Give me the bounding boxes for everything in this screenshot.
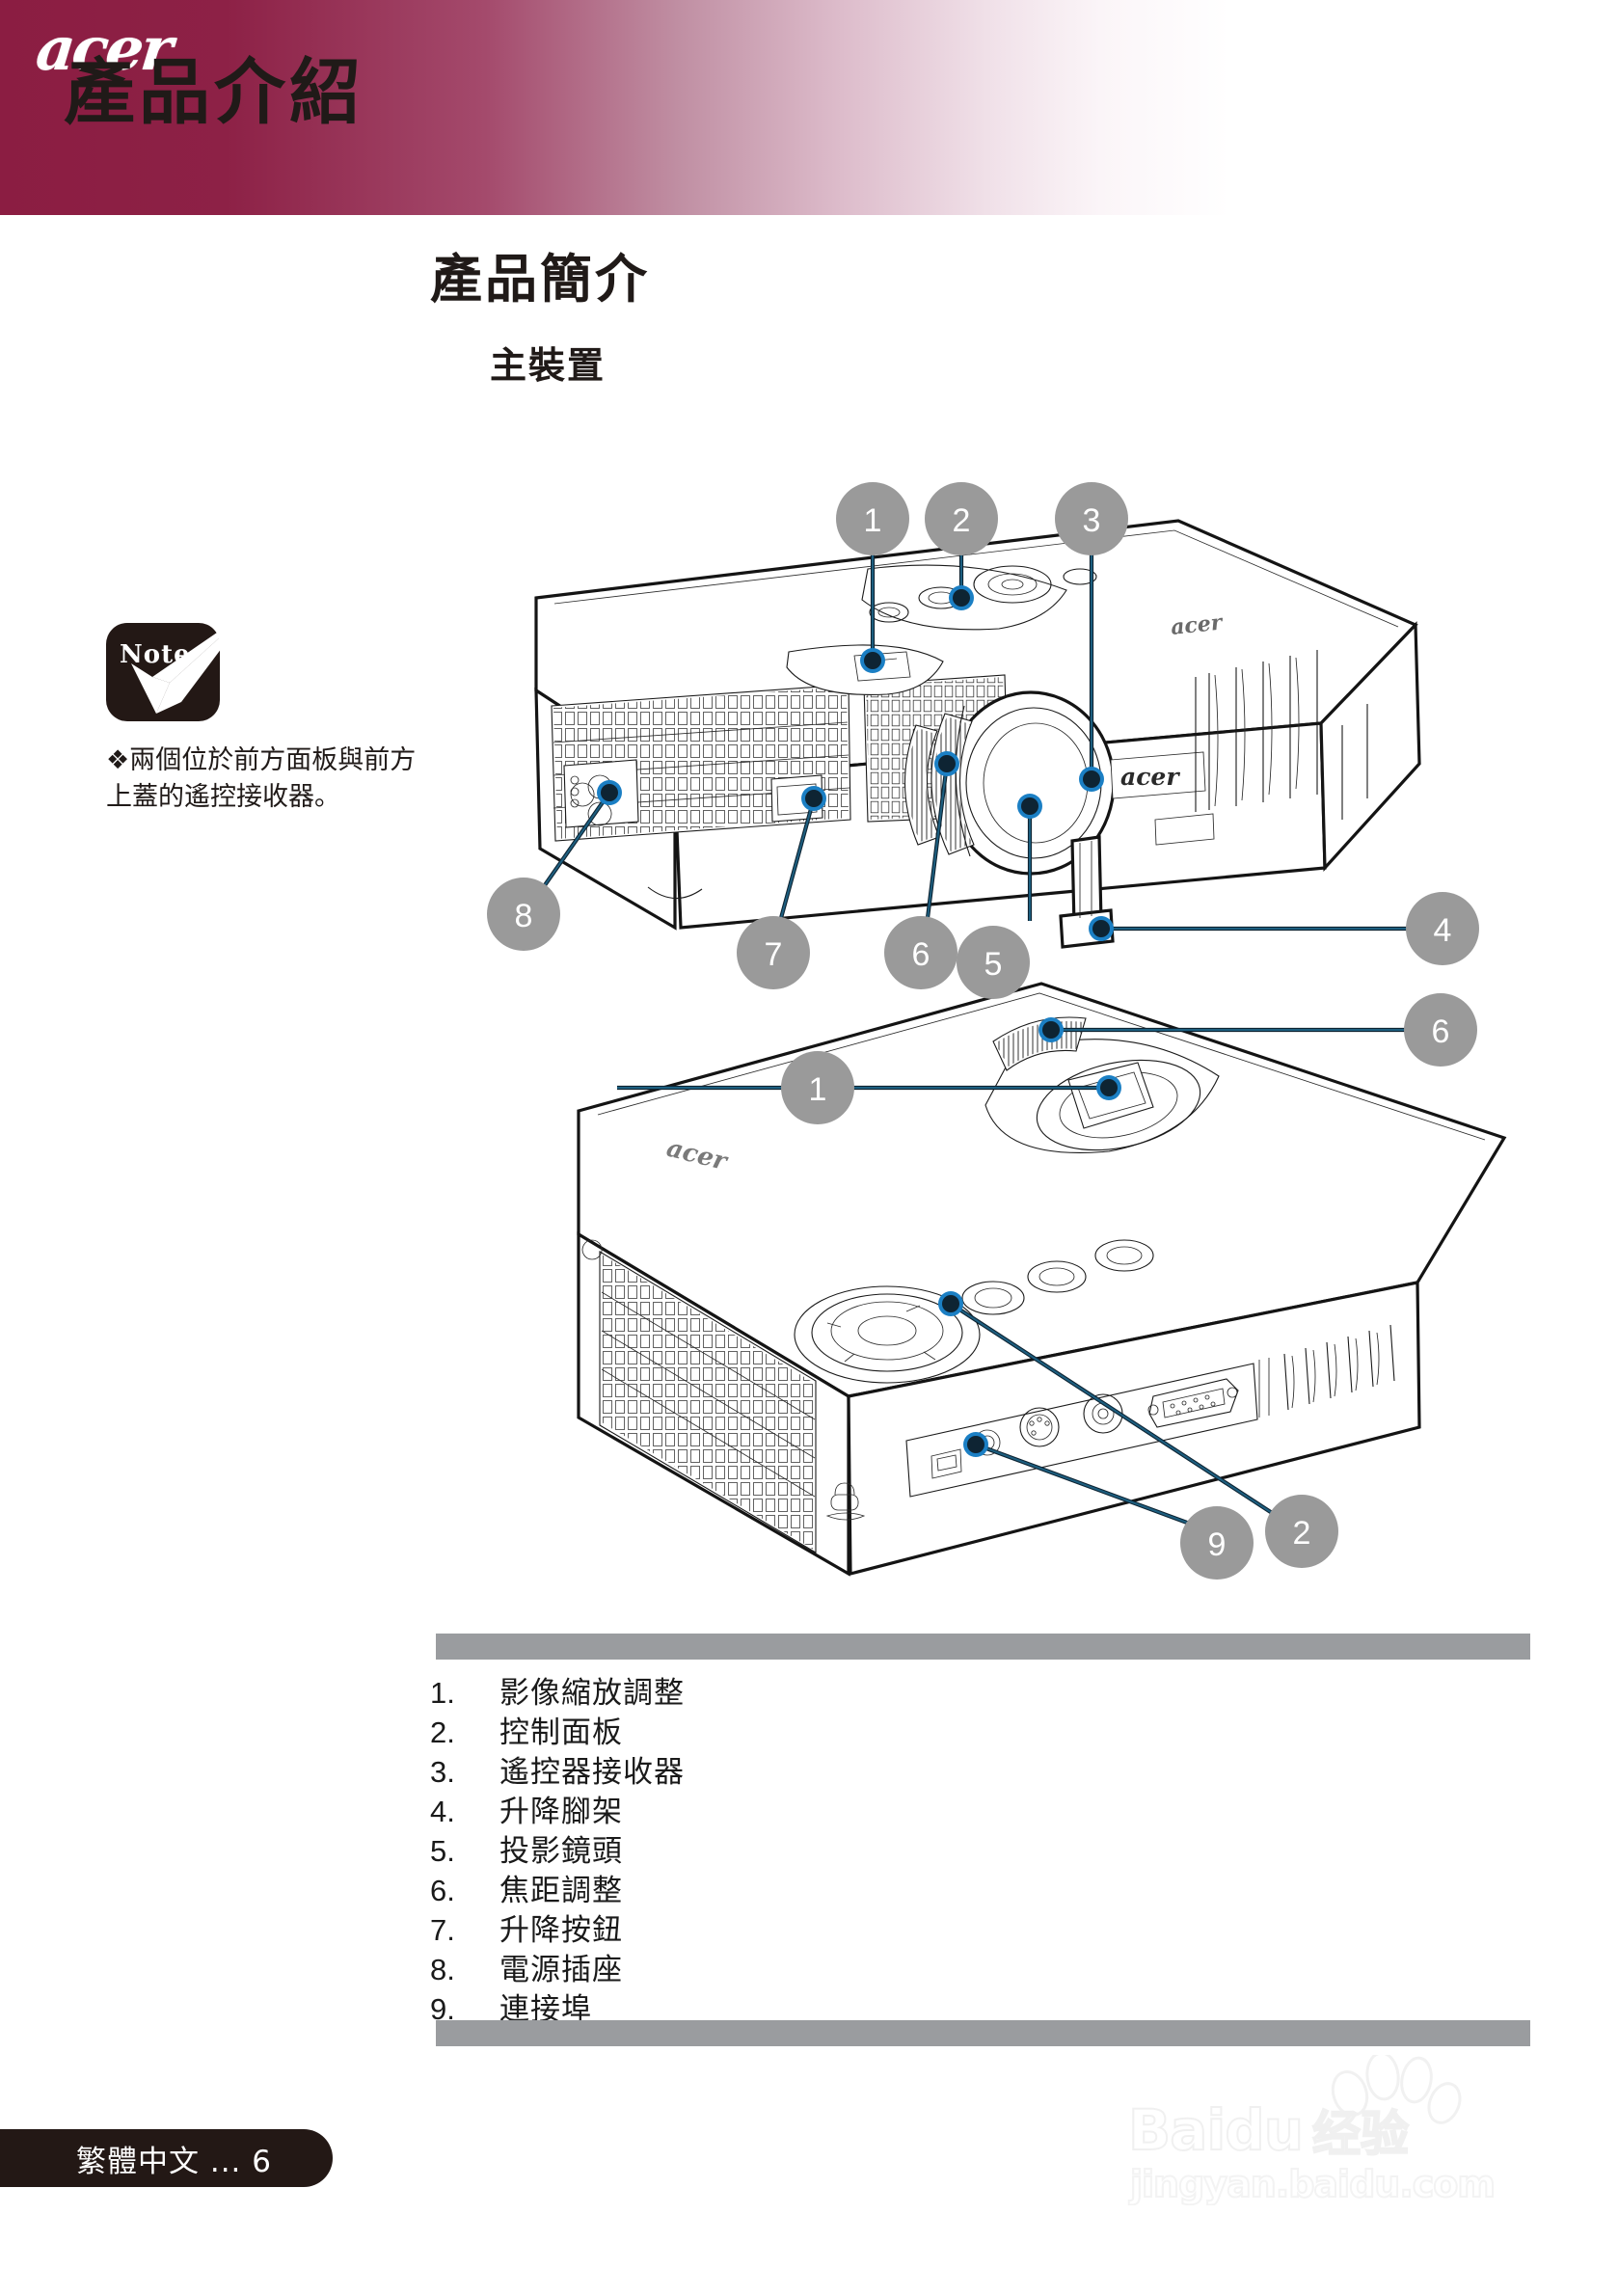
- list-item: 9. 連接埠: [430, 1985, 1529, 2027]
- watermark-brand-cn: 经验: [1311, 2105, 1410, 2163]
- callout-8-front: 8: [487, 878, 560, 951]
- list-item-label: 遙控器接收器: [499, 1755, 685, 1790]
- svg-text:acer: acer: [1170, 609, 1225, 640]
- list-item-label: 焦距調整: [499, 1874, 623, 1908]
- list-item-label: 電源插座: [499, 1953, 623, 1987]
- list-item-label: 影像縮放調整: [499, 1676, 685, 1711]
- callout-4-front: 4: [1406, 892, 1479, 965]
- list-item: 4. 升降腳架: [430, 1787, 1529, 1829]
- callout-5-front: 5: [957, 926, 1030, 999]
- kensington-lock-icon: [825, 1482, 866, 1521]
- projection-lens: [903, 690, 1116, 876]
- list-item-number: 3.: [430, 1755, 455, 1789]
- baidu-watermark: Baidu 经验 jingyan.baidu.com: [1119, 2055, 1601, 2242]
- list-item-label: 控制面板: [499, 1715, 623, 1750]
- list-item-number: 8.: [430, 1953, 455, 1986]
- checkmark-icon: [131, 609, 251, 714]
- footer-page-label: 繁體中文 ... 6: [76, 2144, 272, 2179]
- list-item: 8. 電源插座: [430, 1945, 1529, 1987]
- projector-front-view: acer acer: [534, 519, 1421, 949]
- list-item: 6. 焦距調整: [430, 1866, 1529, 1908]
- section-heading: 產品簡介: [430, 249, 650, 310]
- callout-anchor-dots-front: [597, 585, 1114, 941]
- list-item-number: 5.: [430, 1834, 455, 1868]
- paw-print-icon: [1331, 2055, 1462, 2124]
- list-item-number: 2.: [430, 1715, 455, 1749]
- svg-text:4: 4: [1434, 912, 1452, 949]
- callout-3-front: 3: [1055, 482, 1128, 555]
- side-vents: [1195, 650, 1368, 820]
- callout-1-rear: 1: [781, 1051, 854, 1124]
- callout-6-rear: 6: [1404, 993, 1477, 1067]
- list-item: 1. 影像縮放調整: [430, 1668, 1529, 1711]
- callout-bubbles: 1 2 3 4 5 6 7 8 6 1 2 9: [487, 482, 1479, 1580]
- list-item: 5. 投影鏡頭: [430, 1826, 1529, 1869]
- parts-list: 1. 影像縮放調整 2. 控制面板 3. 遙控器接收器 4. 升降腳架 5. 投…: [430, 1668, 1529, 2027]
- section-subheading: 主裝置: [490, 344, 607, 387]
- svg-text:5: 5: [984, 946, 1003, 983]
- callout-7-front: 7: [737, 916, 810, 989]
- list-item: 2. 控制面板: [430, 1708, 1529, 1750]
- projector-illustration: .ln{fill:none;stroke:#1a1a1a;stroke-widt…: [0, 366, 1618, 1610]
- callout-6-front: 6: [884, 916, 957, 989]
- svg-text:acer: acer: [1120, 763, 1180, 791]
- acer-brand-badge: acer: [1110, 751, 1206, 799]
- list-item-number: 1.: [430, 1676, 455, 1710]
- list-item-number: 7.: [430, 1913, 455, 1947]
- projector-rear-view: acer: [577, 982, 1507, 1577]
- svg-text:1: 1: [809, 1071, 827, 1108]
- svg-text:2: 2: [953, 502, 971, 539]
- list-item-label: 升降腳架: [499, 1795, 623, 1829]
- svg-text:8: 8: [515, 898, 533, 934]
- list-item-number: 6.: [430, 1874, 455, 1907]
- note-text: ❖兩個位於前方面板與前方上蓋的遙控接收器。: [106, 745, 417, 813]
- svg-text:6: 6: [912, 936, 930, 973]
- svg-text:3: 3: [1083, 502, 1101, 539]
- watermark-url: jingyan.baidu.com: [1129, 2162, 1497, 2206]
- list-item-label: 升降按鈕: [499, 1913, 623, 1948]
- list-item-number: 4.: [430, 1795, 455, 1828]
- watermark-brand-row: Baidu 经验: [1127, 2095, 1410, 2165]
- callout-anchor-dots-rear: [938, 1017, 1121, 1457]
- parts-list-rule-bottom: [436, 2020, 1530, 2046]
- list-item: 3. 遙控器接收器: [430, 1747, 1529, 1790]
- svg-text:9: 9: [1208, 1526, 1227, 1563]
- note-icon: Note: [106, 608, 253, 721]
- callout-1-front: 1: [836, 482, 909, 555]
- svg-text:1: 1: [864, 502, 882, 539]
- footer-page-tag: 繁體中文 ... 6: [0, 2129, 333, 2187]
- list-item: 7. 升降按鈕: [430, 1905, 1529, 1948]
- svg-text:2: 2: [1293, 1515, 1311, 1552]
- svg-text:7: 7: [765, 936, 783, 973]
- callout-2-rear: 2: [1265, 1495, 1338, 1568]
- callout-2-front: 2: [925, 482, 998, 555]
- page-header-banner: acer 產品介紹: [0, 0, 1618, 215]
- svg-text:6: 6: [1432, 1013, 1450, 1050]
- list-item-label: 投影鏡頭: [499, 1834, 623, 1869]
- watermark-brand: Baidu: [1127, 2096, 1305, 2164]
- chapter-title: 產品介紹: [64, 51, 364, 134]
- parts-list-rule-top: [436, 1634, 1530, 1660]
- callout-9-rear: 9: [1180, 1506, 1254, 1580]
- control-panel-rear: [794, 1239, 1154, 1384]
- note-block: Note ❖兩個位於前方面板與前方上蓋的遙控接收器。: [106, 608, 434, 812]
